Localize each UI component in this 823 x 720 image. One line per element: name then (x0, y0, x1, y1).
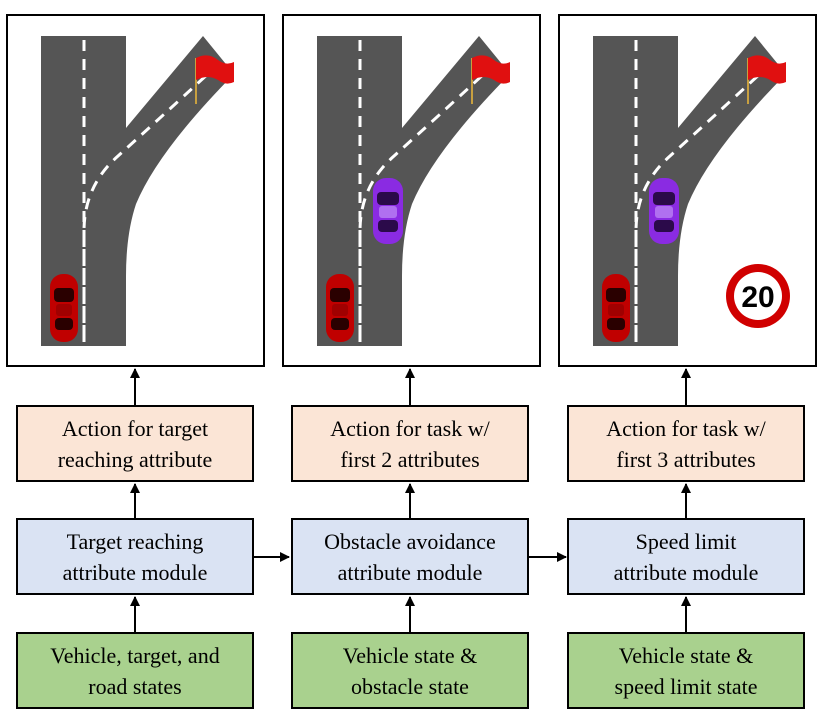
action-box-first-3-attributes: Action for task w/first 3 attributes (567, 405, 805, 482)
scene-panel-speed-limit: 20 (558, 14, 817, 367)
flag-icon (747, 55, 786, 104)
ego-car-icon (326, 274, 354, 342)
obstacle-car-icon (649, 178, 679, 244)
road (317, 36, 510, 346)
scene-panel-target-reaching (6, 14, 265, 367)
speed-limit-sign-icon: 20 (726, 264, 790, 328)
flag-icon (471, 55, 510, 104)
lane-marking-curve (82, 70, 212, 342)
ego-car-icon (50, 274, 78, 342)
lane-marking-curve (634, 70, 764, 342)
lane-marking-curve (358, 70, 488, 342)
ego-car-icon (602, 274, 630, 342)
obstacle-car-icon (373, 178, 403, 244)
input-box-vehicle-obstacle: Vehicle state &obstacle state (291, 632, 529, 709)
road-scene (593, 36, 786, 346)
action-box-first-2-attributes: Action for task w/first 2 attributes (291, 405, 529, 482)
road-scene (41, 36, 234, 346)
road (593, 36, 786, 346)
input-box-vehicle-speed-limit: Vehicle state &speed limit state (567, 632, 805, 709)
speed-limit-value: 20 (741, 281, 774, 314)
flag-icon (195, 55, 234, 104)
road (41, 36, 234, 346)
scene-panel-obstacle-avoidance (282, 14, 541, 367)
road-scene (317, 36, 510, 346)
